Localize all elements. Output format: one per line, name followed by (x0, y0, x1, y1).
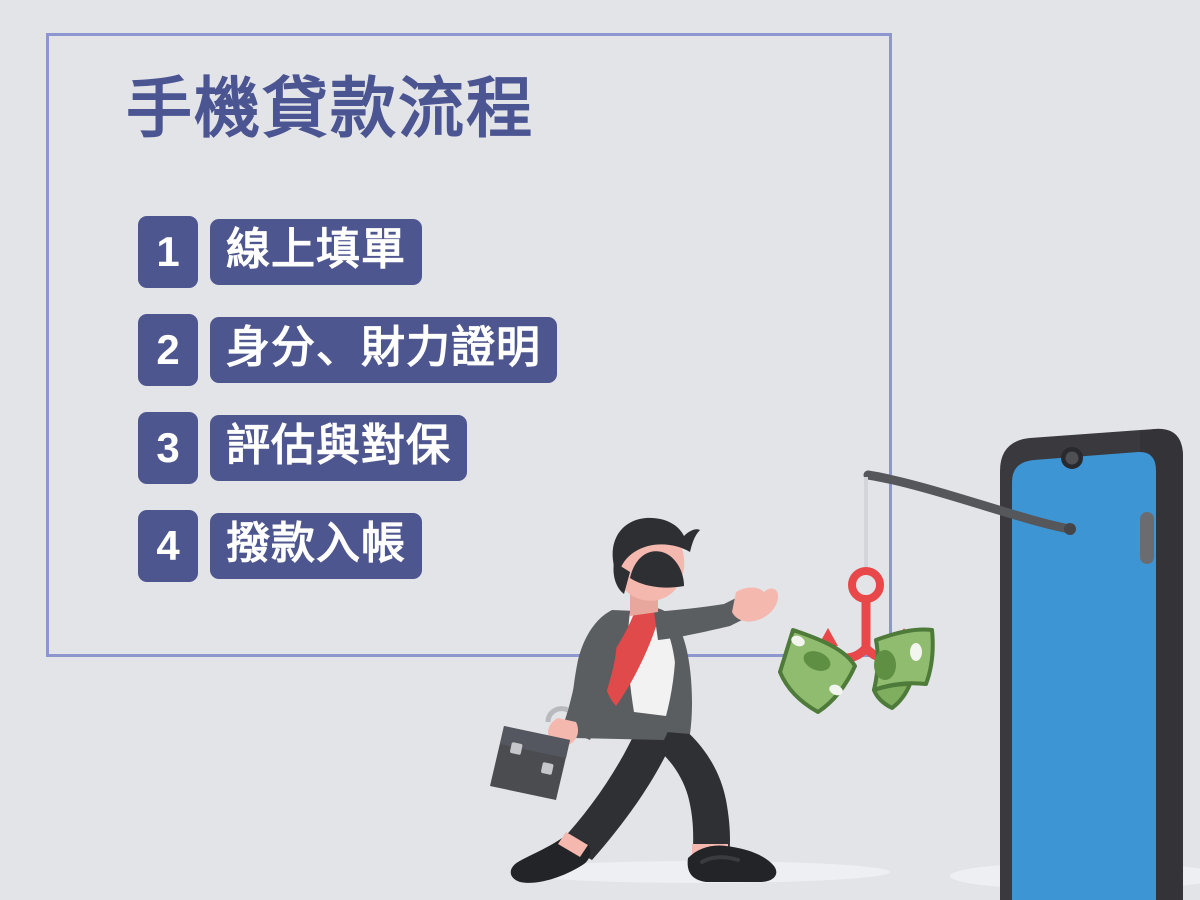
step-label-3: 評估與對保 (210, 414, 467, 482)
step-item-1[interactable]: 1 線上填單 (138, 216, 557, 288)
banknotes (778, 627, 935, 714)
man-hair (612, 517, 700, 570)
man-beard (630, 551, 684, 588)
step-item-4[interactable]: 4 撥款入帳 (138, 510, 557, 582)
steps-list: 1 線上填單 2 身分、財力證明 3 評估與對保 4 撥款入帳 (138, 216, 557, 608)
step-item-3[interactable]: 3 評估與對保 (138, 412, 557, 484)
banknote-left (778, 628, 857, 714)
step-label-1: 線上填單 (210, 218, 422, 286)
man-reaching-hand (732, 587, 778, 622)
briefcase-handle-icon (545, 706, 569, 723)
walking-businessman (490, 517, 778, 883)
step-label-4: 撥款入帳 (210, 512, 422, 580)
man-front-shoe-detail-icon (700, 855, 740, 864)
briefcase-latch-right-icon (541, 762, 554, 775)
step-label-2: 身分、財力證明 (210, 316, 557, 384)
briefcase-latch-left-icon (510, 742, 523, 755)
smartphone (1000, 428, 1183, 900)
fishing-rod-anchor-point (1064, 523, 1076, 535)
banknote-left-dot-a (791, 635, 805, 647)
banknote-right-fold (872, 682, 912, 710)
phone-side-button[interactable] (1140, 512, 1154, 564)
man-back-arm (562, 624, 617, 740)
step-number-badge-1: 1 (138, 216, 198, 288)
phone-camera-lens-icon (1065, 451, 1079, 465)
man-sideburn (613, 562, 630, 594)
banknote-right-seal (874, 650, 896, 680)
step-item-2[interactable]: 2 身分、財力證明 (138, 314, 557, 386)
step-number-badge-2: 2 (138, 314, 198, 386)
man-back-leg (560, 728, 672, 860)
man-jacket-lapel (656, 608, 692, 734)
banknote-right-dot (910, 643, 922, 661)
man-front-arm (654, 598, 742, 640)
phone-screen (1012, 451, 1156, 900)
banknote-left-dot-b (829, 684, 843, 696)
step-number-badge-3: 3 (138, 412, 198, 484)
page-title: 手機貸款流程 (126, 71, 534, 145)
briefcase (490, 706, 570, 800)
man-front-leg (640, 712, 730, 862)
man-back-ankle-skin (558, 832, 588, 857)
man-front-shoe (687, 845, 777, 882)
briefcase-lid (500, 726, 570, 758)
step-number-badge-4: 4 (138, 510, 198, 582)
hook-eye-ring (848, 567, 884, 603)
